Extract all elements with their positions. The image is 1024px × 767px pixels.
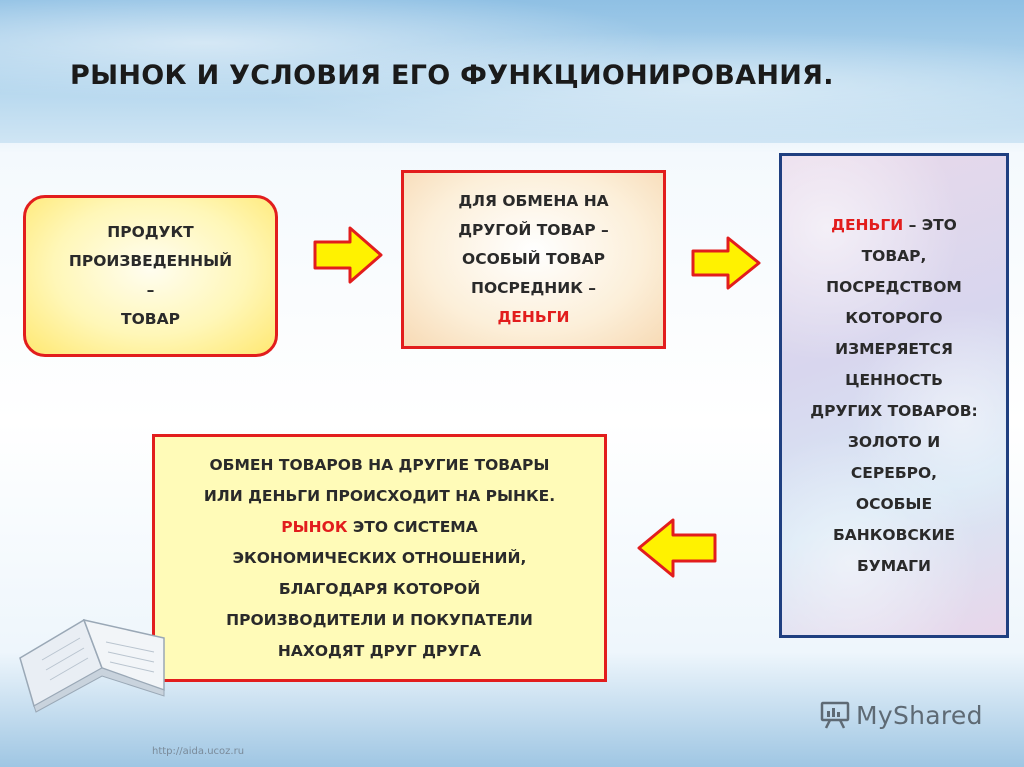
text-line: ТОВАР [121,310,180,328]
text-line: ИЛИ ДЕНЬГИ ПРОИСХОДИТ НА РЫНКЕ. [203,486,556,505]
text-line: ЗОЛОТО И [847,432,941,451]
money-highlight: ДЕНЬГИ [831,215,904,234]
box-exchange: ДЛЯ ОБМЕНА НА ДРУГОЙ ТОВАР – ОСОБЫЙ ТОВА… [401,170,666,349]
text-line: ОБМЕН ТОВАРОВ НА ДРУГИЕ ТОВАРЫ [209,455,550,474]
arrow-right-icon [313,226,383,284]
text-line: ДРУГОЙ ТОВАР – [458,221,609,239]
footer-url: http://aida.ucoz.ru [152,746,245,757]
text-line: КОТОРОГО [845,308,943,327]
text-line: – [146,281,155,299]
logo-text: MyShared [856,700,983,730]
text-line: ЭКОНОМИЧЕСКИХ ОТНОШЕНИЙ, [232,548,527,567]
text-line: НАХОДЯТ ДРУГ ДРУГА [277,641,482,660]
presentation-icon [820,701,850,729]
header-band [0,0,1024,143]
text-line: ОСОБЫЕ [855,494,933,513]
text-line: СЕРЕБРО, [850,463,938,482]
text-line: БУМАГИ [856,556,932,575]
box-market: ОБМЕН ТОВАРОВ НА ДРУГИЕ ТОВАРЫ ИЛИ ДЕНЬГ… [152,434,607,682]
box-product: ПРОДУКТ ПРОИЗВЕДЕННЫЙ – ТОВАР [23,195,278,357]
arrow-left-icon [637,518,717,578]
open-book-icon [19,618,165,713]
text-line: ПРОИЗВЕДЕННЫЙ [68,252,233,270]
box-money-definition: ДЕНЬГИ – ЭТО ТОВАР, ПОСРЕДСТВОМ КОТОРОГО… [779,153,1009,638]
text-line: БАНКОВСКИЕ [832,525,956,544]
text-line: ДЛЯ ОБМЕНА НА [458,192,609,210]
text-line: ПРОИЗВОДИТЕЛИ И ПОКУПАТЕЛИ [226,610,533,629]
text-fragment: ЭТО СИСТЕМА [347,517,478,536]
arrow-right-icon [691,236,761,290]
text-line: ПОСРЕДНИК – [470,279,597,297]
text-line: ЦЕННОСТЬ [845,370,943,389]
text-line: ИЗМЕРЯЕТСЯ [835,339,953,358]
myshared-logo: MyShared [820,700,983,730]
text-line: ДЕНЬГИ – ЭТО [831,210,957,241]
text-line: ОСОБЫЙ ТОВАР [462,250,605,268]
text-line: ПОСРЕДСТВОМ [826,277,962,296]
money-highlight: ДЕНЬГИ [497,308,570,326]
text-line: БЛАГОДАРЯ КОТОРОЙ [278,579,481,598]
slide-title: РЫНОК И УСЛОВИЯ ЕГО ФУНКЦИОНИРОВАНИЯ. [70,60,834,91]
text-fragment: – ЭТО [903,215,957,234]
text-line: ПРОДУКТ [107,223,194,241]
market-highlight: РЫНОК [281,517,348,536]
text-line: ДРУГИХ ТОВАРОВ: [810,401,978,420]
text-line: ТОВАР, [861,246,927,265]
text-line: РЫНОК ЭТО СИСТЕМА [281,512,477,543]
